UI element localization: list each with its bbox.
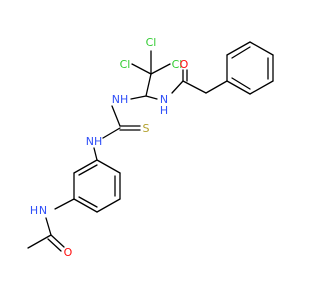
atom-label-layer: Cl Cl Cl O NH N H NH S N H O bbox=[30, 36, 189, 259]
structure-canvas: Cl Cl Cl O NH N H NH S N H O bbox=[27, 36, 274, 259]
bond-layer bbox=[27, 41, 274, 252]
bond bbox=[231, 77, 251, 90]
bond bbox=[54, 198, 75, 210]
bond bbox=[205, 80, 228, 94]
bond bbox=[102, 127, 121, 139]
chlorine-atom-label: Cl bbox=[146, 36, 157, 49]
molecule-diagram: Cl Cl Cl O NH N H NH S N H O bbox=[27, 36, 274, 259]
oxygen-atom-label: O bbox=[64, 246, 73, 259]
bond bbox=[226, 41, 251, 56]
nitrogen-atom-label: N bbox=[39, 204, 47, 217]
bond bbox=[96, 198, 121, 213]
oxygen-atom-label: O bbox=[180, 58, 189, 71]
bond bbox=[73, 159, 98, 174]
bond bbox=[111, 105, 121, 127]
nitrogen-atom-label: NH bbox=[112, 93, 129, 106]
hydrogen-atom-label: H bbox=[30, 204, 38, 217]
bond bbox=[145, 73, 152, 97]
bond bbox=[231, 46, 251, 59]
bond bbox=[78, 164, 98, 176]
bond bbox=[45, 217, 52, 236]
bond bbox=[249, 41, 274, 56]
hydrogen-atom-label: H bbox=[160, 104, 168, 117]
bond bbox=[50, 234, 65, 248]
bond bbox=[93, 147, 98, 161]
bond bbox=[145, 95, 158, 100]
chlorine-atom-label: Cl bbox=[120, 58, 131, 71]
bond bbox=[226, 80, 251, 95]
sulfur-atom-label: S bbox=[143, 122, 150, 135]
bond bbox=[130, 95, 147, 100]
bond bbox=[131, 63, 152, 75]
bond bbox=[150, 63, 171, 75]
nitrogen-atom-label: NH bbox=[86, 135, 103, 148]
bond bbox=[78, 196, 98, 208]
bond bbox=[171, 80, 184, 94]
bond bbox=[249, 80, 274, 95]
nitrogen-atom-label: N bbox=[160, 93, 168, 106]
bond bbox=[47, 238, 62, 252]
bond bbox=[27, 234, 52, 249]
bond bbox=[96, 159, 121, 174]
bond bbox=[73, 198, 98, 213]
chlorine-atom-label: Cl bbox=[172, 58, 183, 71]
bond bbox=[182, 80, 207, 94]
